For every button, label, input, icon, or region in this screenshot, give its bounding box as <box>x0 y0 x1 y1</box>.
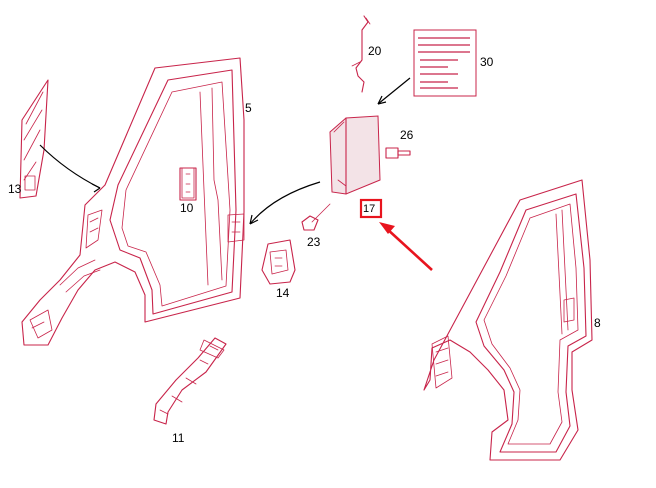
highlight-arrow-shaft <box>385 227 433 271</box>
label-14: 14 <box>276 286 290 300</box>
label-26: 26 <box>400 128 414 142</box>
part-26-bolt <box>385 147 411 159</box>
label-11: 11 <box>172 431 185 445</box>
part-30-label <box>377 29 477 105</box>
label-23: 23 <box>307 235 321 249</box>
label-8: 8 <box>594 316 601 330</box>
label-13: 13 <box>8 182 22 196</box>
highlight-17 <box>359 198 433 271</box>
label-10: 10 <box>180 201 194 215</box>
part-5-body-side <box>21 57 245 346</box>
part-23-clip <box>301 203 331 231</box>
part-20-wire <box>351 15 371 93</box>
highlight-box <box>359 198 383 219</box>
label-17: 17 <box>363 203 375 215</box>
part-11-wheel-arch <box>153 337 227 425</box>
part-14-handle <box>261 239 296 285</box>
part-10-bracket <box>179 167 197 201</box>
label-20: 20 <box>368 44 382 58</box>
label-30: 30 <box>480 55 494 69</box>
part-13-panel <box>19 79 101 199</box>
part-8-body-side <box>423 179 593 461</box>
part-17-module <box>249 115 381 225</box>
highlight-arrow-head <box>379 222 395 234</box>
label-5: 5 <box>245 101 252 115</box>
part-labels: 5 8 10 11 13 14 17 20 23 26 30 <box>8 44 601 445</box>
